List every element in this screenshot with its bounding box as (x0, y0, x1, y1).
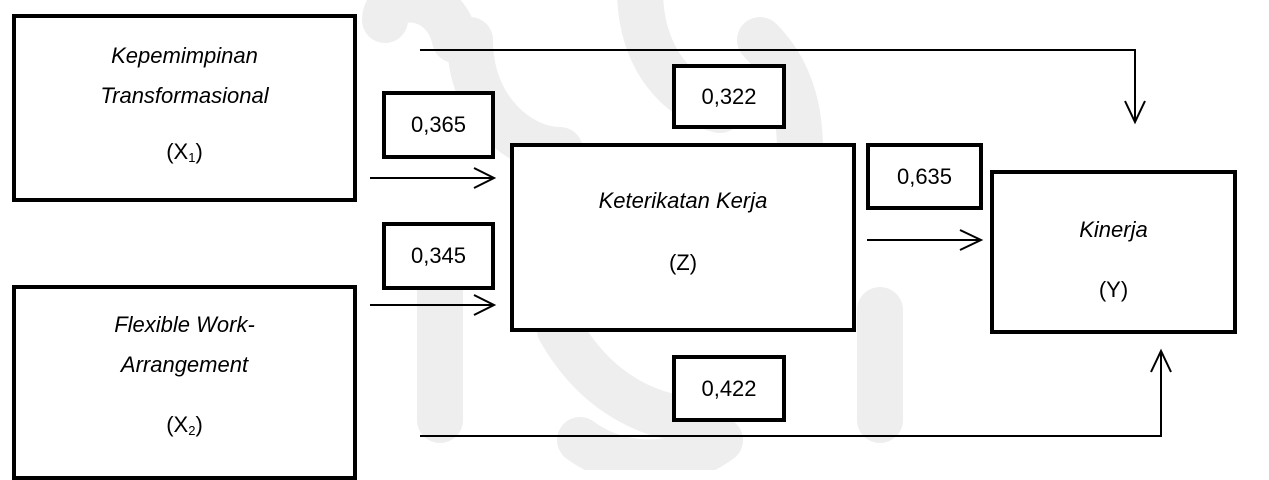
node-z-label: Keterikatan Kerja (598, 188, 768, 213)
arrow-x1-to-y (420, 49, 1146, 125)
node-x1-label-line2: Transformasional (100, 83, 269, 108)
node-x2-code: (X2) (166, 412, 203, 438)
arrows-layer (370, 49, 1172, 437)
node-x1-code-sub: 1 (188, 150, 196, 165)
coef-x1-z-box: 0,365 (382, 91, 495, 159)
node-x2-code-sub: 2 (188, 423, 196, 438)
arrow-x1-to-z (370, 167, 497, 189)
coef-x2-y-box: 0,422 (672, 355, 786, 422)
node-x2-label: Flexible Work- Arrangement (114, 305, 255, 385)
coef-x1-y-box: 0,322 (672, 64, 786, 129)
node-x2-label-line2: Arrangement (120, 352, 249, 377)
node-x2-label-line1: Flexible Work- (114, 312, 255, 337)
node-x1-label-line1: Kepemimpinan (111, 43, 258, 68)
node-x2-code-letter: X (173, 412, 189, 437)
node-z-box: Keterikatan Kerja (Z) (510, 143, 856, 332)
node-z-code: (Z) (668, 250, 698, 275)
node-y-box: Kinerja (Y) (990, 170, 1237, 334)
node-x1-code-letter: X (173, 139, 189, 164)
node-x1-box: Kepemimpinan Transformasional (X1) (12, 14, 357, 202)
node-y-code: (Y) (1098, 277, 1129, 302)
arrow-x2-to-z (370, 294, 497, 316)
arrow-z-to-y (867, 229, 984, 251)
coef-x2-z-box: 0,345 (382, 222, 495, 290)
node-x1-label: Kepemimpinan Transformasional (100, 36, 268, 116)
coef-z-y-box: 0,635 (866, 143, 983, 210)
node-y-label: Kinerja (1079, 217, 1148, 242)
arrow-x2-to-y (420, 348, 1172, 437)
node-x1-code: (X1) (166, 139, 203, 165)
